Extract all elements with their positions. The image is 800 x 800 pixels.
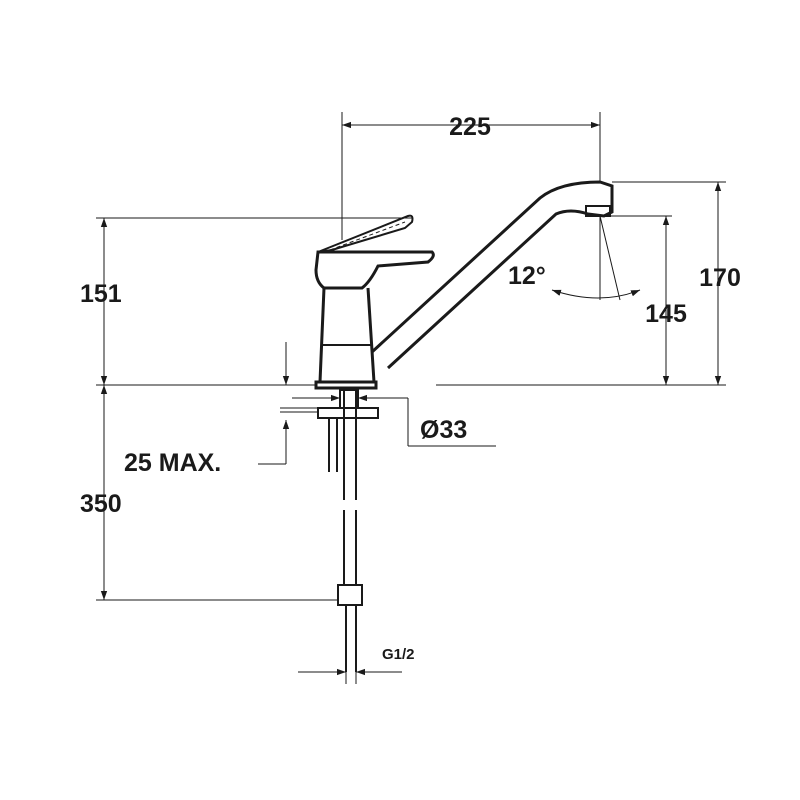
aerator [585, 205, 611, 217]
mounting-hardware [317, 389, 379, 672]
label-350: 350 [80, 490, 122, 518]
faucet-body [318, 287, 376, 384]
label-12-degrees: 12° [508, 262, 546, 290]
label-g1-2: G1/2 [382, 646, 415, 663]
label-225: 225 [449, 113, 491, 141]
hose-nut [337, 584, 363, 606]
extension-lines [96, 112, 726, 684]
label-170: 170 [699, 264, 741, 292]
faucet-base [314, 380, 378, 390]
fixing-plate [317, 407, 379, 419]
angle-arc [551, 289, 641, 299]
label-diameter-33: Ø33 [420, 416, 467, 444]
faucet-spout [370, 180, 614, 370]
dimension-labels: 225 151 170 145 12° Ø33 25 MAX. 350 G1/2 [80, 113, 741, 663]
lever-head [314, 250, 435, 290]
label-145: 145 [645, 300, 687, 328]
label-25-max: 25 MAX. [124, 449, 221, 477]
dimension-lines [100, 121, 722, 676]
lever-handle [317, 214, 414, 253]
angle-ref-tilted [599, 215, 621, 301]
faucet-outline [314, 180, 614, 390]
lever-hatch [329, 221, 406, 251]
label-151: 151 [80, 280, 122, 308]
